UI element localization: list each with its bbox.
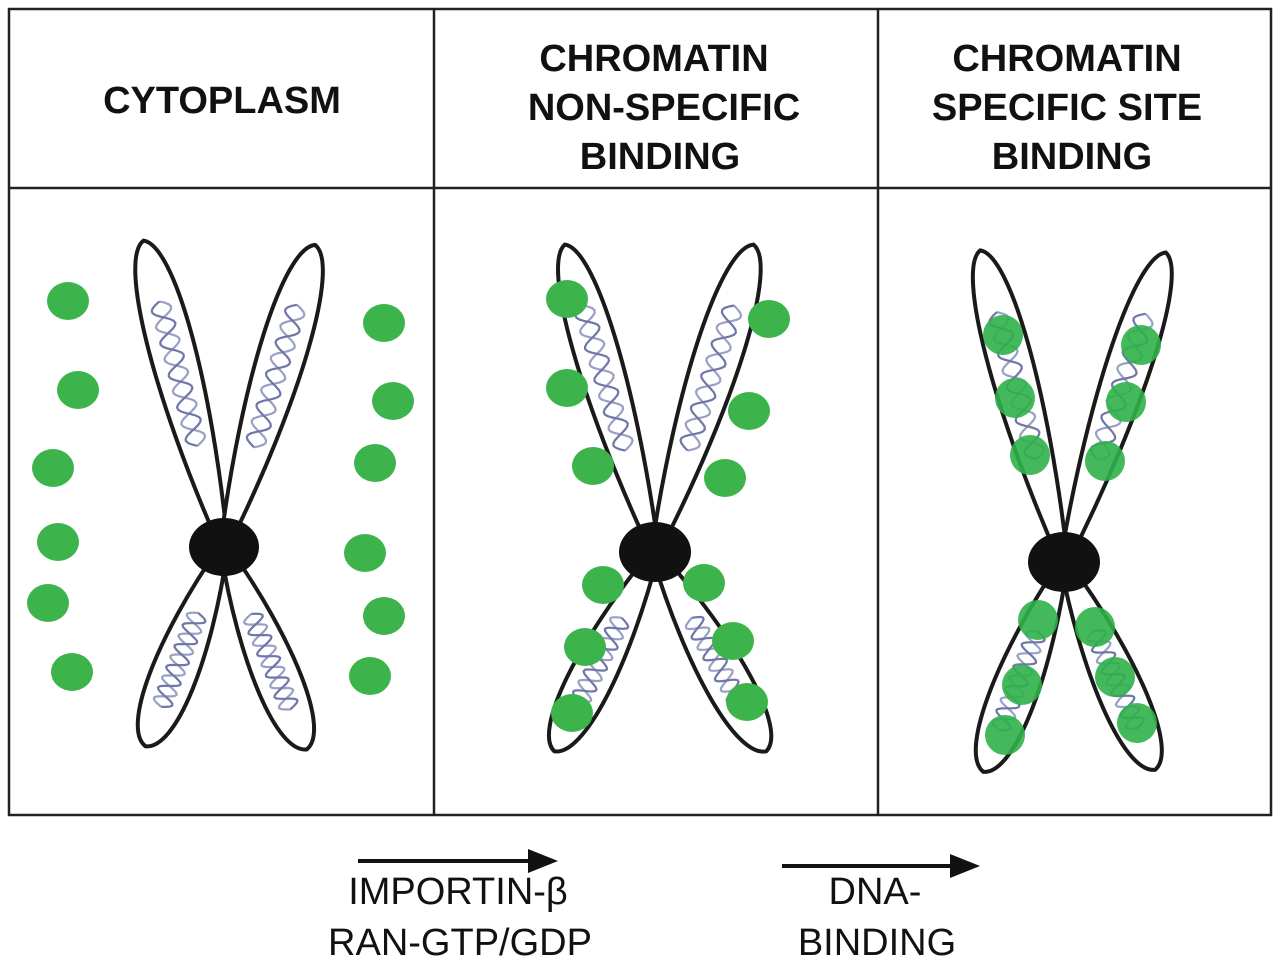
protein-dot (344, 534, 386, 572)
centromere (189, 518, 259, 576)
header-cytoplasm: CYTOPLASM (103, 80, 341, 122)
protein-dot (683, 564, 725, 602)
protein-dot (363, 304, 405, 342)
protein-dot (582, 566, 624, 604)
protein-dot (551, 694, 593, 732)
protein-dot (1095, 657, 1135, 697)
protein-dot (995, 378, 1035, 418)
dna-helix (245, 303, 301, 449)
dna-helix (579, 304, 634, 452)
protein-dot (1002, 665, 1042, 705)
dna-helix (247, 612, 299, 711)
protein-dot (349, 657, 391, 695)
header-specific-line-1: CHROMATIN (952, 38, 1181, 80)
header-specific-site-binding: CHROMATIN SPECIFIC SITE BINDING (932, 38, 1202, 178)
protein-dot (1085, 441, 1125, 481)
protein-dot (51, 653, 93, 691)
dna-helix (572, 617, 630, 714)
chromatid-arm (135, 543, 230, 749)
protein-dots (27, 280, 1161, 755)
panel-frame (7, 7, 1273, 817)
protein-dot (57, 371, 99, 409)
chromosome-non-specific (546, 242, 774, 754)
header-non-specific-line-1: CHROMATIN (539, 38, 768, 80)
protein-dot (37, 523, 79, 561)
chromosome-cytoplasm (133, 238, 325, 752)
header-specific-line-3: BINDING (992, 136, 1152, 178)
protein-dot (726, 683, 768, 721)
arrow-right-icon (782, 854, 980, 878)
protein-dot (1010, 435, 1050, 475)
arrow-right-icon (358, 849, 558, 873)
transition-dna-binding: DNA- BINDING (782, 854, 980, 964)
header-non-specific-line-2: NON-SPECIFIC (528, 87, 800, 129)
protein-dot (985, 715, 1025, 755)
protein-dot (1018, 600, 1058, 640)
protein-dot (748, 300, 790, 338)
dna-helix (154, 300, 207, 447)
protein-dot (1106, 382, 1146, 422)
header-non-specific-line-3: BINDING (580, 136, 740, 178)
chromatid-arm (133, 238, 231, 551)
protein-dot (983, 315, 1023, 355)
header-specific-line-2: SPECIFIC SITE (932, 87, 1202, 129)
centromere (1028, 532, 1100, 592)
chromatid-arm (218, 543, 316, 752)
dna-helix (150, 300, 202, 447)
dna-helix (684, 304, 743, 452)
transition-dna-line-1: DNA- (829, 871, 922, 913)
protein-dot (1075, 607, 1115, 647)
protein-dot (728, 392, 770, 430)
transition-importin: IMPORTIN-β RAN-GTP/GDP (328, 849, 592, 964)
chromatid-arm (217, 242, 325, 551)
dna-helix (242, 613, 295, 711)
protein-dot (363, 597, 405, 635)
dna-helix (156, 611, 207, 709)
header-non-specific-binding: CHROMATIN NON-SPECIFIC BINDING (528, 38, 800, 178)
protein-dot (712, 622, 754, 660)
protein-dot (546, 280, 588, 318)
protein-dot (47, 282, 89, 320)
protein-dot (564, 628, 606, 666)
transition-importin-line-1: IMPORTIN-β (348, 871, 568, 913)
protein-dot (546, 369, 588, 407)
dna-helix (679, 304, 737, 452)
protein-dot (1121, 325, 1161, 365)
transition-importin-line-2: RAN-GTP/GDP (328, 922, 592, 964)
dna-helix (574, 304, 629, 452)
protein-dot (372, 382, 414, 420)
dna-helix (250, 304, 306, 449)
protein-dot (354, 444, 396, 482)
header-cytoplasm-line-1: CYTOPLASM (103, 80, 341, 122)
protein-dot (1117, 703, 1157, 743)
transition-dna-line-2: BINDING (798, 922, 956, 964)
protein-dot (572, 447, 614, 485)
protein-dot (704, 459, 746, 497)
dna-helix (152, 611, 203, 708)
protein-dot (32, 449, 74, 487)
centromere (619, 522, 691, 582)
protein-dot (27, 584, 69, 622)
